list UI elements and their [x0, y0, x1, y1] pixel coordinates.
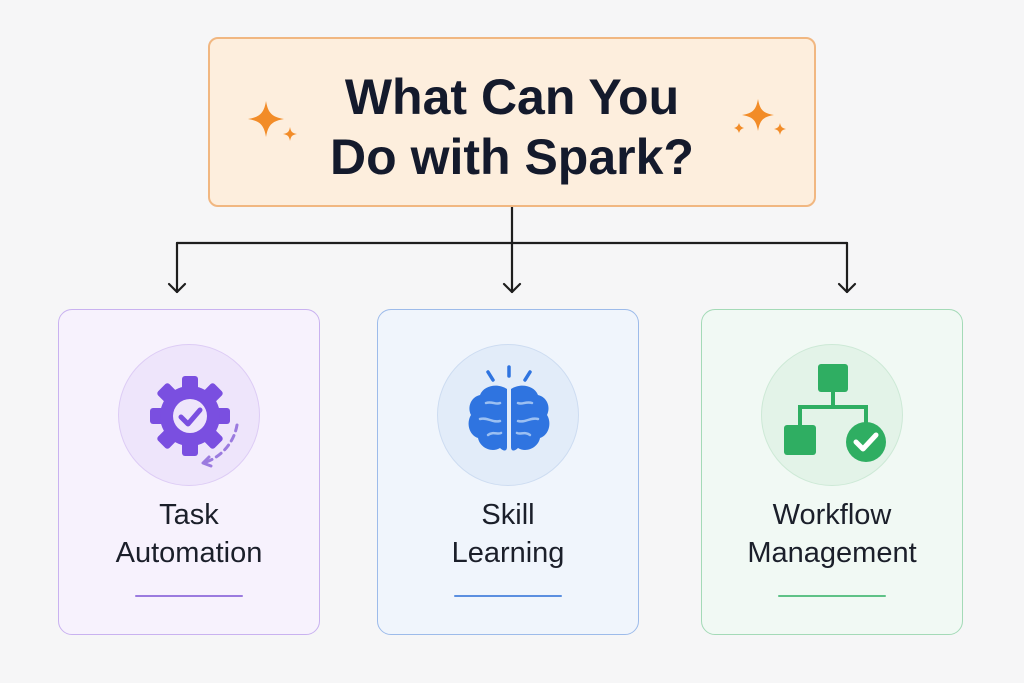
flowchart-check-icon: [784, 364, 886, 462]
gear-check-icon: [150, 376, 239, 468]
card-label: Skill Learning: [378, 496, 638, 572]
card-label-line-2: Automation: [115, 537, 263, 569]
card-underline: [135, 595, 243, 597]
title-line-1: What Can You: [344, 69, 680, 125]
card-label-line-1: Skill: [481, 499, 535, 531]
sparkle-right-icon: [734, 99, 786, 135]
card-task-automation: Task Automation: [58, 309, 320, 635]
card-label-line-2: Learning: [451, 537, 565, 569]
icon-circle: [118, 344, 260, 486]
card-label-line-1: Task: [159, 499, 219, 531]
card-workflow-management: Workflow Management: [701, 309, 963, 635]
card-label: Task Automation: [59, 496, 319, 572]
icon-circle: [761, 344, 903, 486]
card-underline: [454, 595, 562, 597]
sparkle-left-icon: [248, 101, 297, 141]
icon-circle: [437, 344, 579, 486]
title-line-2: Do with Spark?: [330, 129, 694, 185]
brain-icon: [468, 365, 550, 451]
card-label-line-1: Workflow: [772, 499, 892, 531]
card-skill-learning: Skill Learning: [377, 309, 639, 635]
card-label-line-2: Management: [747, 537, 917, 569]
title-box: What Can You Do with Spark?: [208, 37, 816, 207]
card-label: Workflow Management: [702, 496, 962, 572]
page-title: What Can You Do with Spark?: [210, 67, 814, 187]
card-underline: [778, 595, 886, 597]
